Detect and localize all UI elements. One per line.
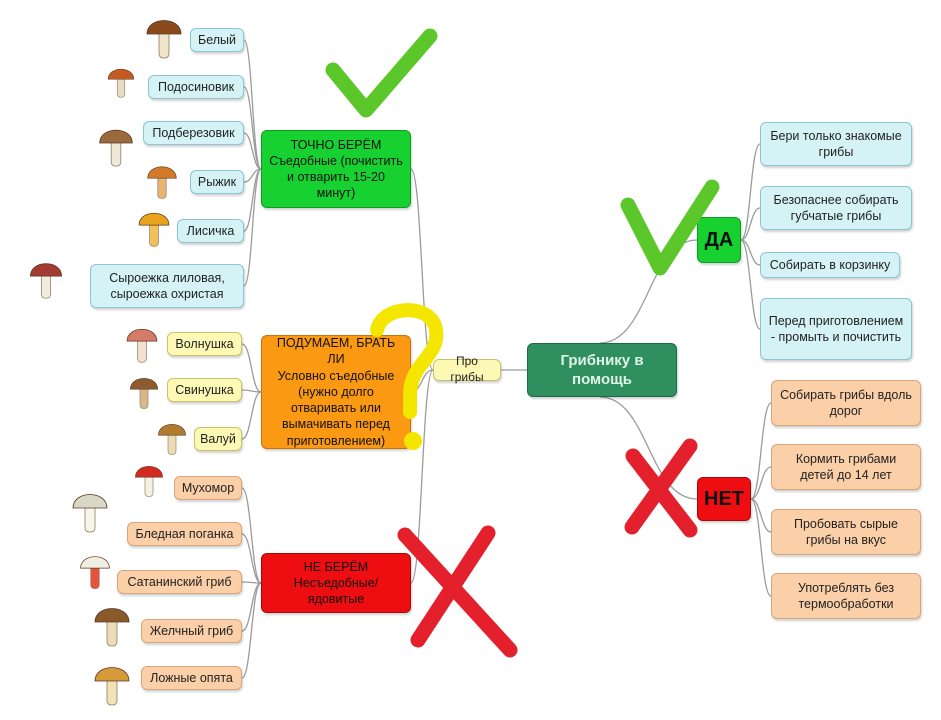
conditional-item-volnushka[interactable]: Волнушка <box>167 332 242 356</box>
connector-line <box>740 207 761 241</box>
connector-line <box>750 402 772 500</box>
poison-item-blednaya-poganka[interactable]: Бледная поганка <box>127 522 242 546</box>
mushroom-icon <box>6 254 86 300</box>
category-edible[interactable]: ТОЧНО БЕРЁМ Съедобные (почистить и отвар… <box>261 130 411 208</box>
connector-line <box>241 391 262 440</box>
yes-item-wash[interactable]: Перед приготовлением - промыть и почисти… <box>760 298 912 360</box>
connector-line <box>740 143 761 241</box>
connector-line <box>410 168 434 371</box>
connector-line <box>241 487 262 584</box>
category-poison-text: Несъедобные/ ядовитые <box>293 575 379 607</box>
mushroom-icon <box>62 484 118 534</box>
yes-item-basket[interactable]: Собирать в корзинку <box>760 252 900 278</box>
mushroom-icon <box>142 10 186 60</box>
edible-item-podosinovik[interactable]: Подосиновик <box>148 75 244 99</box>
connector-line <box>243 132 262 170</box>
conditional-item-svinushka[interactable]: Свинушка <box>167 378 242 402</box>
connector-line <box>243 86 262 170</box>
no-item-children[interactable]: Кормить грибами детей до 14 лет <box>771 444 921 490</box>
connector-line <box>243 168 262 287</box>
poison-item-lozhnye-opyata[interactable]: Ложные опята <box>141 666 242 690</box>
category-edible-heading: ТОЧНО БЕРЁМ <box>290 137 382 152</box>
conditional-item-valui[interactable]: Валуй <box>194 427 242 451</box>
center-node[interactable]: Грибнику в помощь <box>527 343 677 397</box>
connector-line <box>241 533 262 584</box>
category-edible-text: Съедобные (почистить и отварить 15-20 ми… <box>269 153 403 201</box>
connector-line <box>750 498 772 597</box>
mushroom-icon <box>122 320 162 364</box>
poison-item-mukhomor[interactable]: Мухомор <box>174 476 242 500</box>
edible-item-podberezovik[interactable]: Подберезовик <box>143 121 244 145</box>
connector-line <box>410 369 434 584</box>
mushroom-icon <box>78 544 112 594</box>
category-poison[interactable]: НЕ БЕРЁМ Несъедобные/ ядовитые <box>261 553 411 613</box>
poison-item-zhelchnyi[interactable]: Желчный гриб <box>141 619 242 643</box>
connector-line <box>599 396 698 500</box>
mushroom-icon <box>96 120 136 168</box>
mushroom-icon <box>106 52 136 108</box>
connector-line <box>241 581 262 584</box>
connector-line <box>740 239 761 330</box>
connector-line <box>410 369 434 393</box>
connector-line <box>241 582 262 632</box>
no-item-heat[interactable]: Употреблять без термообработки <box>771 573 921 619</box>
connector-line <box>241 343 262 393</box>
poison-item-satanic[interactable]: Сатанинский гриб <box>117 570 242 594</box>
category-poison-heading: НЕ БЕРЁМ <box>303 559 369 574</box>
connector-line <box>241 389 262 393</box>
category-conditional-heading: ПОДУМАЕМ, БРАТЬ ЛИ <box>276 336 396 367</box>
no-item-raw[interactable]: Пробовать сырые грибы на вкус <box>771 509 921 555</box>
yes-item-tubular[interactable]: Безопаснее собирать губчатые грибы <box>760 186 912 230</box>
mushroom-icon <box>92 656 132 708</box>
mushroom-icon <box>126 458 172 498</box>
no-node[interactable]: НЕТ <box>697 477 751 521</box>
category-conditional-text: Условно съедобные (нужно долго отвариват… <box>277 368 395 448</box>
edible-item-belyi[interactable]: Белый <box>190 28 244 52</box>
edible-item-syroezhka[interactable]: Сыроежка лиловая, сыроежка охристая <box>90 264 244 308</box>
mushroom-icon <box>124 370 164 410</box>
category-conditional[interactable]: ПОДУМАЕМ, БРАТЬ ЛИ Условно съедобные (ну… <box>261 335 411 449</box>
edible-item-ryzhik[interactable]: Рыжик <box>190 170 244 194</box>
edible-item-lisichka[interactable]: Лисичка <box>177 219 244 243</box>
no-item-roads[interactable]: Собирать грибы вдоль дорог <box>771 380 921 426</box>
connector-line <box>750 466 772 500</box>
yes-node[interactable]: ДА <box>697 217 741 263</box>
yes-item-familiar[interactable]: Бери только знакомые грибы <box>760 122 912 166</box>
mushroom-icon <box>92 598 132 648</box>
mushroom-icon <box>142 158 182 200</box>
mushroom-icon <box>156 416 188 456</box>
about-mushrooms-node[interactable]: Про грибы <box>433 354 501 384</box>
connector-line <box>241 582 262 679</box>
connector-line <box>599 239 698 344</box>
mushroom-icon <box>134 204 174 248</box>
